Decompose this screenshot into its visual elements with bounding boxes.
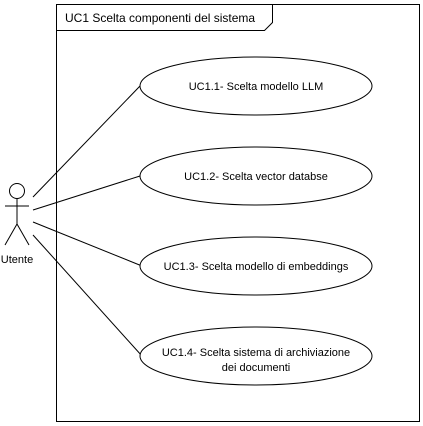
use-case-label-uc1-3: UC1.3- Scelta modello di embeddings [164, 261, 349, 273]
use-case-uc1-1 [139, 56, 373, 116]
use-case-uc1-2 [139, 146, 373, 206]
association-line-uc1-3 [32, 221, 143, 267]
actor-left-leg [4, 223, 18, 246]
actor-label: Utente [1, 254, 33, 266]
association-line-uc1-4 [32, 234, 143, 357]
frame-title: UC1 Scelta componenti del sistema [65, 11, 255, 25]
actor-right-leg [16, 223, 30, 246]
actor-figure [4, 183, 30, 246]
use-case-label-uc1-4-line2: dei documenti [222, 362, 291, 374]
use-case-label-uc1-1: UC1.1- Scelta modello LLM [189, 81, 324, 93]
use-case-uc1-4 [139, 326, 373, 386]
association-line-uc1-2 [32, 175, 141, 211]
actor-head [9, 183, 25, 199]
use-case-uc1-3 [139, 236, 373, 296]
association-line-uc1-1 [32, 85, 141, 198]
use-case-label-uc1-2: UC1.2- Scelta vector databse [184, 171, 328, 183]
frame-title-tab [56, 4, 273, 31]
use-case-label-uc1-4-line1: UC1.4- Scelta sistema di archiviazione [162, 347, 350, 359]
